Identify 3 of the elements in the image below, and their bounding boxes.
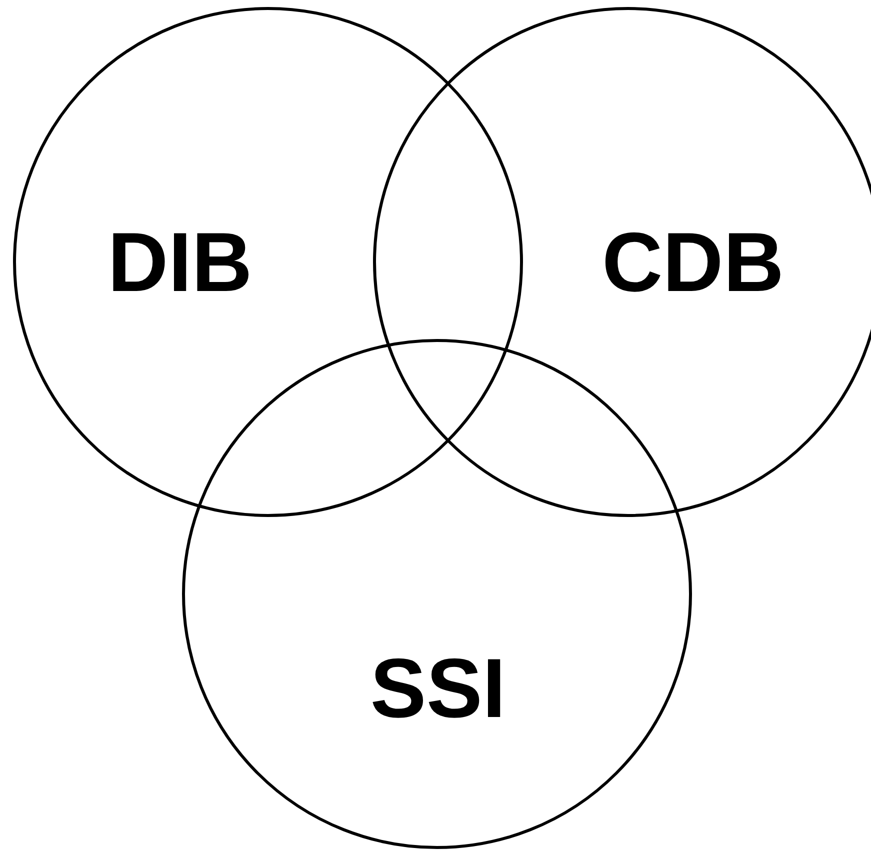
circle-label: DIB [108, 220, 252, 304]
circle-label: CDB [602, 220, 784, 304]
circle-label: SSI [370, 646, 506, 730]
